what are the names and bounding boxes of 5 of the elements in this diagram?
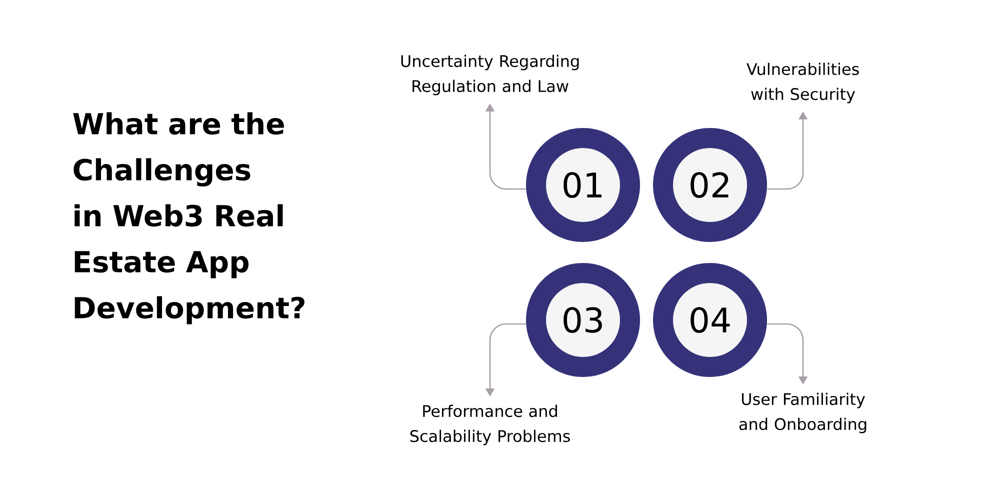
challenge-text: Vulnerabilities with Security	[746, 62, 859, 104]
challenge-text: Performance and Scalability Problems	[410, 404, 570, 446]
challenge-text: Uncertainty Regarding Regulation and Law	[401, 54, 579, 96]
challenge-text: User Familiarity and Onboarding	[739, 392, 866, 434]
heading: What are the Challenges in Web3 Real Estate App Development?	[73, 112, 304, 324]
